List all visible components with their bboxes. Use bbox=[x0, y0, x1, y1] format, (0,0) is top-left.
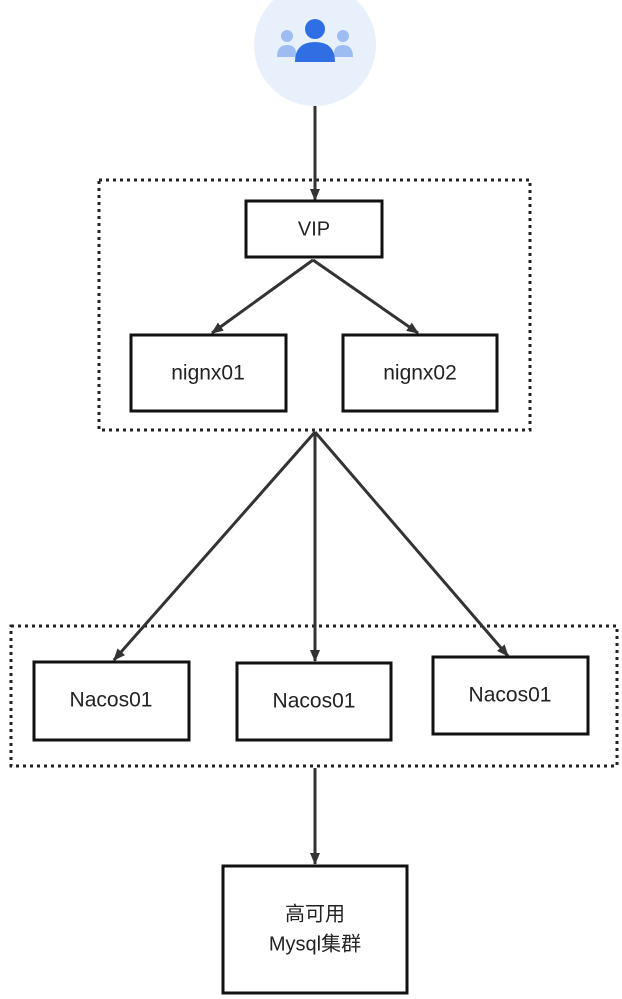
vip-label: VIP bbox=[298, 218, 330, 240]
nginx01-node: nignx01 bbox=[129, 333, 288, 413]
nacos-label-1: Nacos01 bbox=[70, 689, 153, 712]
nacos-label-2: Nacos01 bbox=[273, 690, 356, 713]
nacos-node-3: Nacos01 bbox=[431, 655, 590, 736]
edge-vip-to-nginx02 bbox=[312, 258, 419, 335]
edge-group-to-nacos3 bbox=[313, 431, 510, 657]
edge-group-to-nacos1 bbox=[112, 431, 317, 661]
edge-vip-to-nginx01 bbox=[211, 258, 314, 335]
nacos-label-3: Nacos01 bbox=[469, 684, 552, 707]
nginx02-label: nignx02 bbox=[383, 362, 457, 385]
vip-node: VIP bbox=[244, 199, 384, 259]
nginx01-label: nignx01 bbox=[171, 362, 245, 385]
mysql-label-line2: Mysql集群 bbox=[269, 932, 361, 955]
mysql-label-line1: 高可用 bbox=[285, 902, 345, 925]
mysql-cluster-node: 高可用 Mysql集群 bbox=[221, 864, 409, 995]
nginx02-node: nignx02 bbox=[341, 333, 499, 413]
nginx-cluster-group bbox=[97, 178, 532, 432]
edges bbox=[112, 98, 510, 865]
users-group-icon bbox=[254, 0, 376, 106]
nacos-node-2: Nacos01 bbox=[235, 661, 393, 742]
nacos-node-1: Nacos01 bbox=[32, 660, 191, 742]
